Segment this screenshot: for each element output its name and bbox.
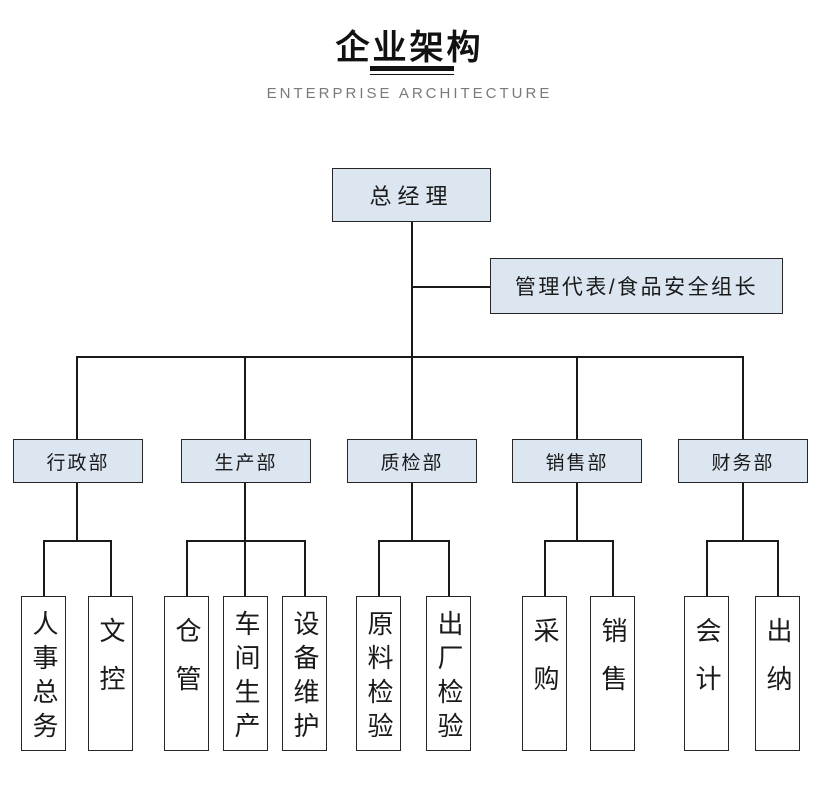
connector-line [411, 222, 413, 358]
org-node-admin-dept: 行政部 [13, 439, 143, 483]
connector-line [706, 540, 708, 596]
connector-line [544, 540, 546, 596]
org-node-outgoing-inspection: 出厂检验 [426, 596, 471, 751]
connector-line [244, 540, 246, 596]
connector-line [43, 540, 112, 542]
connector-line [186, 540, 188, 596]
title-underline-thick [370, 66, 454, 71]
connector-line [706, 540, 778, 542]
org-node-workshop-production: 车间生产 [223, 596, 268, 751]
org-node-sales-dept: 销售部 [512, 439, 642, 483]
connector-line [576, 356, 578, 439]
connector-line [378, 540, 449, 542]
connector-line [612, 540, 614, 596]
page-subtitle: ENTERPRISE ARCHITECTURE [266, 85, 553, 102]
connector-line [43, 540, 45, 596]
connector-line [76, 356, 743, 358]
connector-line [304, 540, 306, 596]
connector-line [742, 356, 744, 439]
org-node-hr-general-affairs: 人事总务 [21, 596, 66, 751]
connector-line [244, 483, 246, 540]
org-node-warehouse: 仓管 [164, 596, 209, 751]
org-node-cashier: 出纳 [755, 596, 800, 751]
org-node-sales: 销售 [590, 596, 635, 751]
org-node-management-representative: 管理代表/食品安全组长 [490, 258, 783, 314]
org-node-production-dept: 生产部 [181, 439, 311, 483]
title-underline-thin [370, 73, 454, 75]
connector-line [411, 356, 413, 439]
connector-line [777, 540, 779, 596]
page-title: 企业架构 [335, 29, 484, 67]
org-node-document-control: 文控 [88, 596, 133, 751]
org-node-general-manager: 总经理 [332, 168, 491, 222]
org-node-material-inspection: 原料检验 [356, 596, 401, 751]
connector-line [576, 483, 578, 540]
connector-line [448, 540, 450, 596]
org-node-accounting: 会计 [684, 596, 729, 751]
connector-line [76, 356, 78, 439]
connector-line [411, 286, 490, 288]
connector-line [742, 483, 744, 540]
connector-line [411, 483, 413, 540]
connector-line [76, 483, 78, 540]
org-node-equipment-maintenance: 设备维护 [282, 596, 327, 751]
connector-line [378, 540, 380, 596]
connector-line [244, 356, 246, 439]
org-node-purchasing: 采购 [522, 596, 567, 751]
org-node-qc-dept: 质检部 [347, 439, 477, 483]
connector-line [186, 540, 305, 542]
connector-line [110, 540, 112, 596]
org-node-finance-dept: 财务部 [678, 439, 808, 483]
connector-line [544, 540, 613, 542]
